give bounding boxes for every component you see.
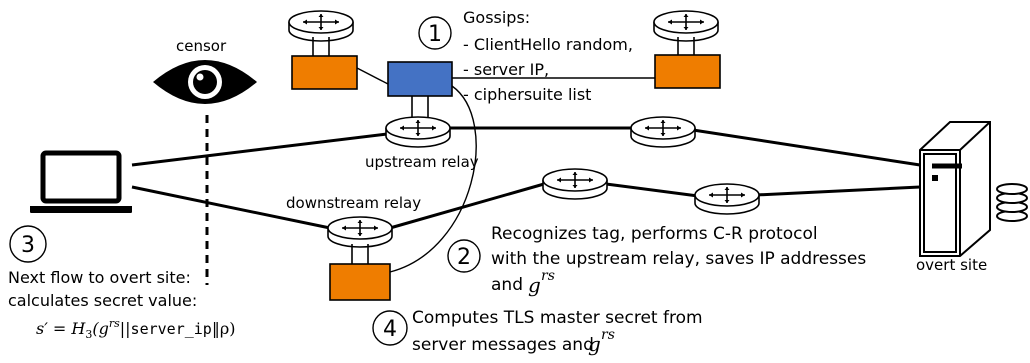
router-icon bbox=[288, 10, 354, 42]
protocol-arc bbox=[389, 85, 477, 273]
downstream-relay-label: downstream relay bbox=[286, 194, 421, 212]
step-3: 3 Next flow to overt site: calculates se… bbox=[8, 225, 235, 341]
upstream-relay bbox=[385, 61, 453, 148]
step-3-line: calculates secret value: bbox=[8, 291, 197, 310]
gossip-link-left bbox=[356, 67, 389, 85]
step-4-line: server messages and bbox=[412, 335, 594, 355]
censor-label: censor bbox=[176, 37, 227, 55]
step-3-formula: s′ = H3(grs||server_ip‖ρ) bbox=[36, 317, 235, 341]
step-4-line: Computes TLS master secret from bbox=[412, 308, 703, 328]
upstream-relay-label: upstream relay bbox=[365, 153, 479, 171]
disk-stack bbox=[996, 183, 1028, 222]
step-number: 2 bbox=[457, 245, 471, 270]
decoy-relay-left bbox=[288, 10, 358, 90]
step-number: 1 bbox=[428, 22, 442, 47]
step-number-circle bbox=[418, 16, 452, 50]
step-number: 4 bbox=[383, 317, 397, 342]
router-icon bbox=[694, 183, 760, 215]
router-icon bbox=[385, 116, 451, 148]
upstream-gossip-box bbox=[387, 61, 453, 97]
downstream-relay bbox=[327, 216, 393, 301]
step-4-formula-sup: rs bbox=[601, 327, 615, 343]
step-3-line: Next flow to overt site: bbox=[8, 268, 191, 287]
step-1-heading: Gossips: bbox=[463, 8, 530, 27]
decoy-relay-right bbox=[653, 10, 721, 89]
step-2-formula-sup: rs bbox=[541, 268, 555, 284]
step-number: 3 bbox=[21, 233, 35, 258]
server-icon bbox=[919, 121, 1028, 257]
step-2-line: and bbox=[491, 275, 523, 295]
step-1-item: - server IP, bbox=[463, 60, 549, 79]
laptop-icon bbox=[30, 150, 132, 213]
router-icon bbox=[327, 216, 393, 248]
overt-site-label: overt site bbox=[916, 256, 987, 274]
router-icon bbox=[653, 10, 719, 42]
decoy-box bbox=[291, 55, 358, 90]
step-2-line: Recognizes tag, performs C-R protocol bbox=[491, 224, 818, 244]
downstream-box bbox=[329, 263, 391, 301]
step-2-formula-base: g bbox=[528, 273, 541, 297]
step-2-line: with the upstream relay, saves IP addres… bbox=[491, 249, 866, 269]
step-number-circle bbox=[9, 225, 47, 263]
router-icon bbox=[630, 116, 696, 148]
step-number-circle bbox=[372, 310, 408, 346]
step-1-item: - ClientHello random, bbox=[463, 35, 633, 54]
step-1: 1 Gossips: - ClientHello random, - serve… bbox=[418, 8, 633, 104]
step-number-circle bbox=[447, 239, 481, 273]
step-2: 2 Recognizes tag, performs C-R protocol … bbox=[447, 224, 866, 297]
decoy-box bbox=[654, 54, 721, 89]
step-1-item: - ciphersuite list bbox=[463, 85, 591, 104]
step-4: 4 Computes TLS master secret from server… bbox=[372, 308, 703, 356]
router-icon bbox=[542, 168, 608, 200]
network-links bbox=[131, 126, 921, 230]
step-4-formula-base: g bbox=[588, 332, 601, 356]
eye-icon bbox=[153, 60, 257, 104]
